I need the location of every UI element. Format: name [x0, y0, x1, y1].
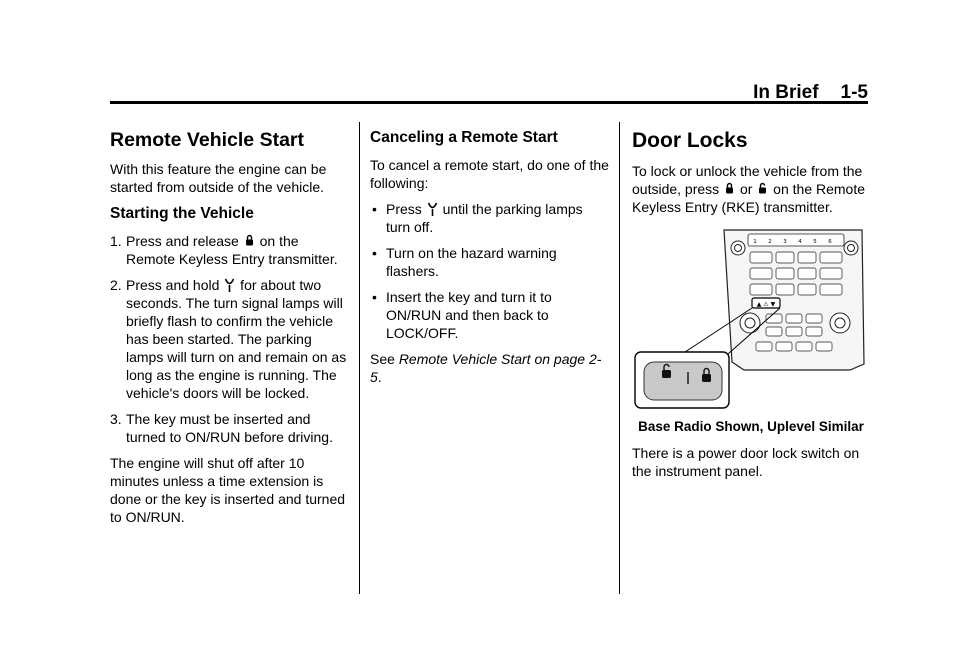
remote-start-icon [427, 202, 437, 216]
note-paragraph: The engine will shut off after 10 minute… [110, 455, 346, 525]
column-door-locks: Door Locks To lock or unlock the vehicle… [632, 128, 870, 488]
step-text: The key must be inserted and turned to O… [126, 411, 333, 445]
section-title: In Brief [753, 82, 819, 103]
section-heading: Door Locks [632, 129, 748, 152]
bullet-item: • Insert the key and turn it to ON/RUN a… [370, 288, 610, 342]
see-label: See [370, 351, 399, 367]
preset-2: 2 [768, 239, 772, 245]
bullet-text: Press [386, 201, 426, 217]
lock-fob-icon [245, 234, 253, 246]
bullet-icon: • [372, 245, 377, 261]
punctuation: . [377, 369, 382, 385]
bullet-item: • Press until the parking lamps turn off… [370, 200, 610, 236]
preset-6: 6 [828, 239, 832, 245]
step-item: 2. Press and hold for about two seconds.… [110, 276, 348, 402]
intro-paragraph: With this feature the engine can be star… [110, 161, 327, 195]
step-number: 2. [110, 277, 122, 293]
bullet-text: until the parking lamps turn off. [386, 201, 583, 235]
note-paragraph: There is a power door lock switch on the… [632, 445, 860, 479]
page-number: 1-5 [840, 82, 868, 103]
step-number: 3. [110, 411, 122, 427]
preset-1: 1 [753, 239, 757, 245]
subheading: Starting the Vehicle [110, 205, 254, 222]
preset-keypad [747, 233, 845, 247]
radio-panel-image: 1 2 3 4 5 6 [634, 229, 865, 409]
step-number: 1. [110, 233, 122, 249]
reference-link[interactable]: Remote Vehicle Start on page 2-5 [370, 351, 602, 385]
intro-text: To lock or unlock the vehicle from the o… [632, 163, 863, 197]
bullet-text: Turn on the hazard warning flashers. [386, 245, 557, 279]
bullet-text: Insert the key and turn it to ON/RUN and… [386, 289, 552, 341]
step-text: Press and release [126, 233, 243, 249]
column-cancel-remote-start: Canceling a Remote Start To cancel a rem… [370, 128, 610, 394]
page-header: In Brief 1-5 [620, 82, 868, 104]
door-lock-switch-illustration: 1 2 3 4 5 6 [632, 224, 868, 410]
preset-5: 5 [813, 239, 817, 245]
step-text: on the Remote Keyless Entry transmitter. [126, 233, 338, 267]
intro-paragraph: To lock or unlock the vehicle from the o… [632, 162, 870, 216]
cross-reference: See Remote Vehicle Start on page 2-5. [370, 350, 610, 386]
preset-4: 4 [798, 239, 802, 245]
header-rule [110, 101, 868, 104]
section-heading: Canceling a Remote Start [370, 129, 558, 146]
intro-text: or [736, 181, 757, 197]
step-text: for about two seconds. The turn signal l… [126, 277, 347, 401]
column-remote-start: Remote Vehicle Start With this feature t… [110, 128, 348, 534]
step-item: 3. The key must be inserted and turned t… [110, 410, 348, 446]
bullet-icon: • [372, 289, 377, 305]
svg-text:▲ ⚠ ▼: ▲ ⚠ ▼ [757, 301, 776, 308]
intro-text: on the Remote Keyless Entry (RKE) transm… [632, 181, 866, 215]
section-heading: Remote Vehicle Start [110, 129, 304, 151]
remote-start-icon [225, 278, 235, 292]
intro-paragraph: To cancel a remote start, do one of the … [370, 157, 609, 191]
preset-3: 3 [783, 239, 787, 245]
figure-caption: Base Radio Shown, Uplevel Similar [638, 419, 864, 434]
step-text: Press and hold [126, 277, 224, 293]
column-divider [619, 122, 620, 594]
bullet-icon: • [372, 201, 377, 217]
bullet-item: • Turn on the hazard warning flashers. [370, 244, 610, 280]
lock-fob-icon [726, 182, 734, 194]
column-divider [359, 122, 360, 594]
step-item: 1. Press and release on the Remote Keyle… [110, 232, 348, 268]
unlock-fob-icon [759, 182, 767, 194]
